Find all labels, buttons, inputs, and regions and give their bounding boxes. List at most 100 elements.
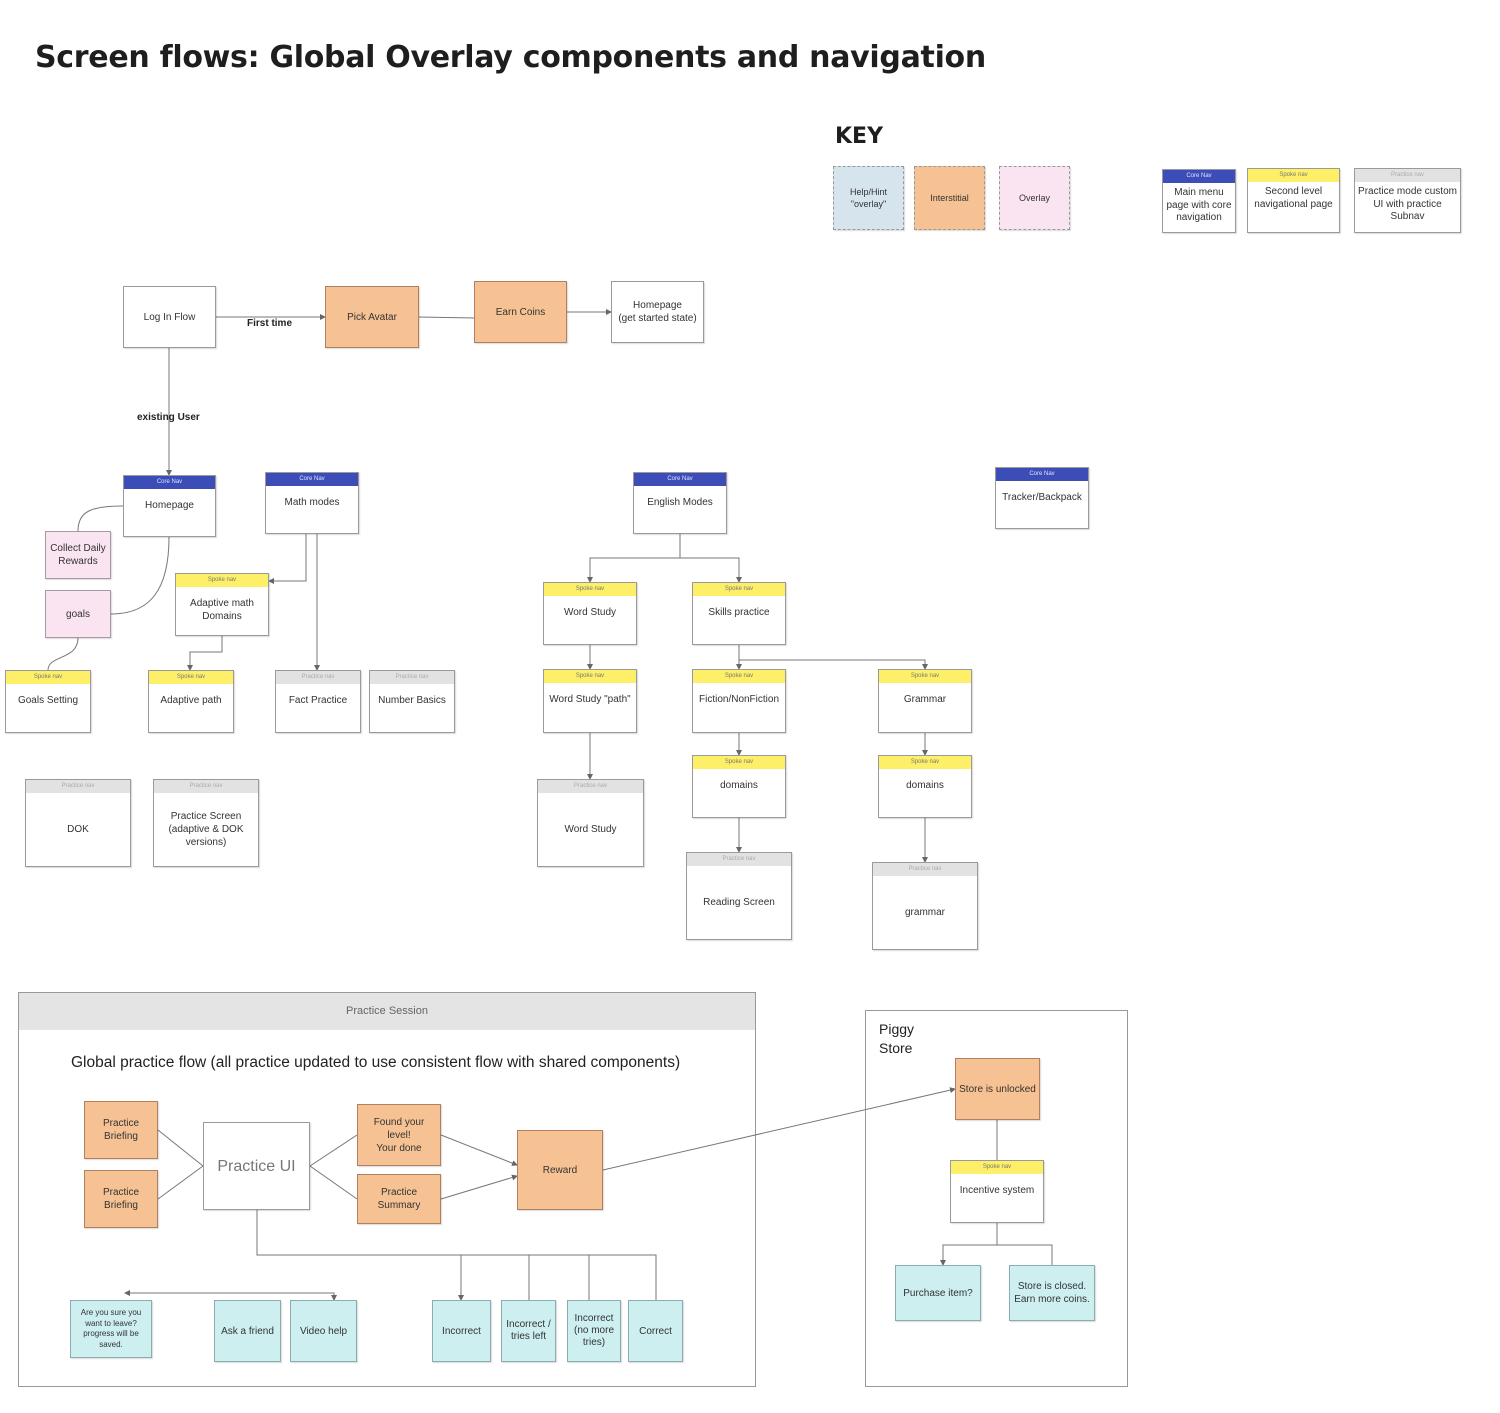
connector-english-skills [680, 557, 742, 583]
node-practice-summary: Practice Summary [357, 1174, 441, 1224]
node-practice-ui: Practice UI [203, 1122, 310, 1210]
node-briefing-2: Practice Briefing [84, 1170, 158, 1228]
connector-found-reward [440, 1134, 518, 1166]
spoke-nav-header: Spoke nav [879, 670, 971, 683]
spoke-nav-header: Spoke nav [176, 574, 268, 587]
node-label: Word Study "path" [549, 694, 631, 705]
node-label: Reading Screen [703, 897, 775, 908]
practice-session-subtitle: Global practice flow (all practice updat… [71, 1054, 681, 1071]
node-label: Pick Avatar [347, 311, 397, 323]
node-correct: Correct [628, 1300, 683, 1362]
node-label: Adaptive math Domains [190, 598, 254, 622]
connector-avatar-to-coins [418, 316, 475, 319]
connector-summary-reward [440, 1174, 518, 1200]
node-label: Ask a friend [221, 1325, 274, 1337]
connector-goals-setting [47, 637, 79, 671]
node-store-unlocked: Store is unlocked [955, 1058, 1040, 1120]
core-nav-header: Core Nav [1163, 170, 1235, 183]
node-earn-coins: Earn Coins [474, 281, 567, 343]
spoke-nav-header: Spoke nav [693, 756, 785, 769]
spoke-nav-header: Spoke nav [1248, 169, 1339, 182]
node-label: Word Study [564, 824, 617, 835]
node-login: Log In Flow [123, 286, 216, 348]
node-label: domains [720, 780, 758, 791]
node-domains-2: Spoke nav domains [878, 755, 972, 818]
node-grammar-practice: Practice nav grammar [872, 862, 978, 950]
node-label: Number Basics [378, 695, 446, 706]
node-label: Incentive system [959, 1185, 1035, 1196]
connector-ui-down [256, 1210, 657, 1300]
node-label: Fiction/NonFiction [698, 694, 780, 705]
practice-nav-header: Practice nav [276, 671, 360, 684]
connector-home-goals [110, 536, 170, 615]
node-label: Fact Practice [288, 695, 348, 706]
connector-b1-ui [157, 1129, 204, 1167]
node-goals: goals [45, 590, 111, 638]
key-help: Help/Hint "overlay" [833, 166, 904, 230]
page-title: Screen flows: Global Overlay components … [35, 40, 986, 75]
node-label: Help/Hint "overlay" [849, 187, 887, 209]
spoke-nav-header: Spoke nav [951, 1161, 1043, 1174]
node-label: Practice Summary [377, 1187, 421, 1211]
spoke-nav-header: Spoke nav [544, 583, 636, 596]
practice-session-header: Practice Session [19, 993, 755, 1030]
node-label: Goals Setting [17, 695, 79, 706]
node-purchase: Purchase item? [895, 1265, 981, 1321]
node-label: Second level navigational page [1254, 186, 1333, 210]
connector-ui-found [309, 1134, 358, 1167]
node-label: Reward [542, 1164, 578, 1176]
node-label: Practice mode custom UI with practice Su… [1358, 186, 1457, 222]
node-homepage-start: Homepage (get started state) [611, 281, 704, 343]
node-ask-friend: Ask a friend [214, 1300, 281, 1362]
practice-nav-header: Practice nav [26, 780, 130, 793]
first-time-label: First time [247, 318, 293, 329]
core-nav-header: Core Nav [266, 473, 358, 486]
node-pick-avatar: Pick Avatar [325, 286, 419, 348]
node-label: Adaptive path [160, 695, 222, 706]
node-label: Video help [299, 1325, 348, 1337]
spoke-nav-header: Spoke nav [879, 756, 971, 769]
practice-nav-header: Practice nav [370, 671, 454, 684]
node-label: Store is unlocked [959, 1083, 1036, 1095]
node-label: Interstitial [930, 193, 969, 203]
node-label: domains [906, 780, 944, 791]
spoke-nav-header: Spoke nav [149, 671, 233, 684]
practice-nav-header: Practice nav [154, 780, 258, 793]
node-label: Math modes [284, 497, 340, 508]
spoke-nav-header: Spoke nav [693, 670, 785, 683]
node-found-level: Found your level! Your done [357, 1104, 441, 1166]
key-overlay: Overlay [999, 166, 1070, 230]
piggy-store-title: Piggy Store [879, 1021, 915, 1056]
node-label: goals [66, 608, 90, 620]
connector-skills-to-grammar [739, 659, 928, 670]
node-reward: Reward [517, 1130, 603, 1210]
node-label: Practice UI [217, 1157, 296, 1175]
connector-english-split [587, 534, 681, 583]
node-label: Collect Daily Rewards [50, 543, 106, 567]
node-label: Practice Briefing [102, 1118, 140, 1142]
practice-nav-header: Practice nav [873, 863, 977, 876]
node-domains-1: Spoke nav domains [692, 755, 786, 818]
node-label: grammar [904, 907, 945, 918]
node-label: Word Study [563, 607, 617, 618]
connector-to-video [257, 1292, 337, 1301]
node-leave: Are you sure you want to leave? progress… [70, 1300, 152, 1358]
node-label: Correct [639, 1325, 672, 1337]
practice-nav-header: Practice nav [1355, 169, 1460, 182]
node-label: Main menu page with core navigation [1166, 187, 1232, 223]
spoke-nav-header: Spoke nav [544, 670, 636, 683]
spoke-nav-header: Spoke nav [6, 671, 90, 684]
